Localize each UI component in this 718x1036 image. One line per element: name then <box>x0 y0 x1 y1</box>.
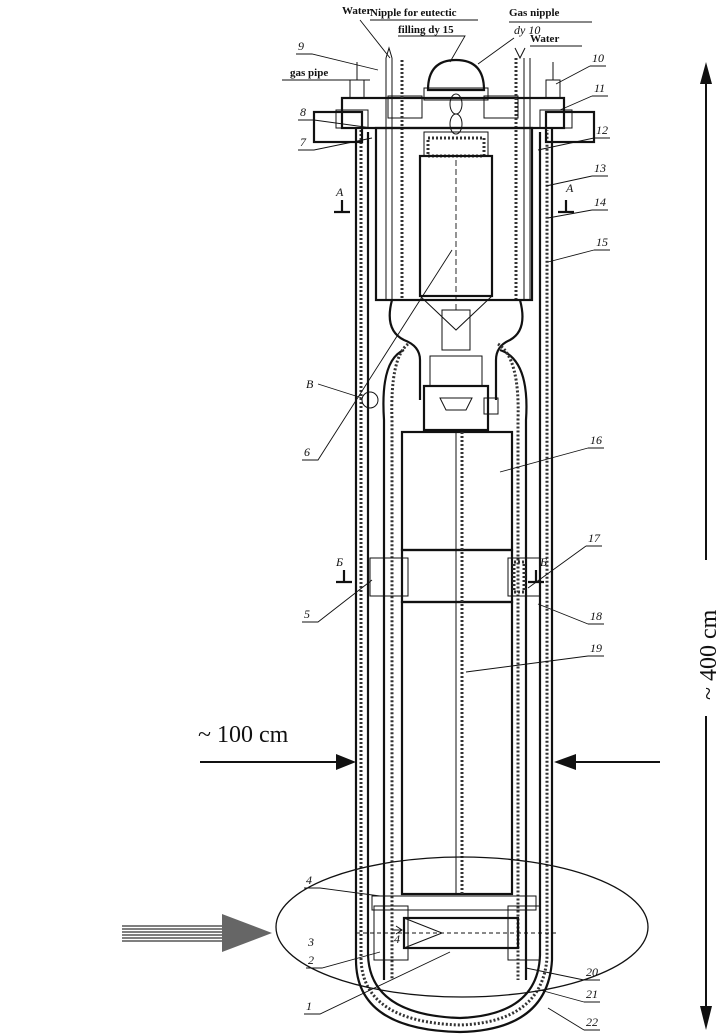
part-number-8: 8 <box>300 105 306 119</box>
leader-nipple-eutectic <box>370 19 478 63</box>
part-number-3: 3 <box>307 935 314 949</box>
section-marks <box>334 200 574 584</box>
part-number-16: 16 <box>590 433 602 447</box>
highlight-ellipse <box>275 856 649 998</box>
part-number-6: 6 <box>304 445 310 459</box>
label-gas-pipe: gas pipe <box>290 67 328 79</box>
top-pipes <box>385 46 531 300</box>
label-gas-nipple-line1: Gas nipple <box>509 7 560 19</box>
part-number-4-upper: 4 <box>306 873 312 887</box>
label-water-left: Water <box>342 5 371 17</box>
part-number-4-lower: 4 <box>394 932 400 946</box>
part-number-22: 22 <box>586 1015 598 1029</box>
width-dimension <box>200 754 660 770</box>
leader-water-left <box>359 19 391 59</box>
pointer-arrow <box>122 914 272 952</box>
part-number-14: 14 <box>594 195 606 209</box>
section-label-a-right: A <box>565 181 574 195</box>
upper-chamber <box>374 126 534 351</box>
part-number-12: 12 <box>596 123 608 137</box>
curved-pipes <box>382 299 528 980</box>
height-dimension <box>700 62 712 1030</box>
part-number-21: 21 <box>586 987 598 1001</box>
part-number-17: 17 <box>588 531 601 545</box>
leader-view-b <box>317 383 363 399</box>
part-number-10: 10 <box>592 51 604 65</box>
bottom-assembly <box>356 895 556 961</box>
part-number-13: 13 <box>594 161 606 175</box>
section-label-b-left: Б <box>335 555 343 569</box>
part-number-18: 18 <box>590 609 602 623</box>
main-cylinder <box>361 391 541 896</box>
part-number-5: 5 <box>304 607 310 621</box>
top-flange <box>312 58 596 144</box>
label-nipple-eutectic-line2: filling dy 15 <box>398 24 454 36</box>
part-number-11: 11 <box>594 81 605 95</box>
view-label-b: B <box>306 377 314 391</box>
part-number-7: 7 <box>300 135 307 149</box>
leader-gas-nipple <box>477 21 592 65</box>
part-number-1: 1 <box>306 999 312 1013</box>
section-label-b-right: Б <box>539 555 547 569</box>
width-dimension-label: ~ 100 cm <box>198 722 289 748</box>
part-callouts: 9 10 11 8 7 12 13 14 15 6 16 17 5 18 19 … <box>296 39 610 1031</box>
label-water-right: Water <box>530 33 559 45</box>
section-label-a-left: A <box>335 185 344 199</box>
part-number-15: 15 <box>596 235 608 249</box>
middle-unit <box>422 355 490 432</box>
part-number-9: 9 <box>298 39 304 53</box>
label-gas-nipple-line2: dy 10 <box>514 23 540 37</box>
part-number-2: 2 <box>308 953 314 967</box>
part-number-19: 19 <box>590 641 602 655</box>
label-nipple-eutectic-line1: Nipple for eutectic <box>370 7 457 19</box>
height-dimension-label: ~ 400 cm <box>696 609 718 700</box>
